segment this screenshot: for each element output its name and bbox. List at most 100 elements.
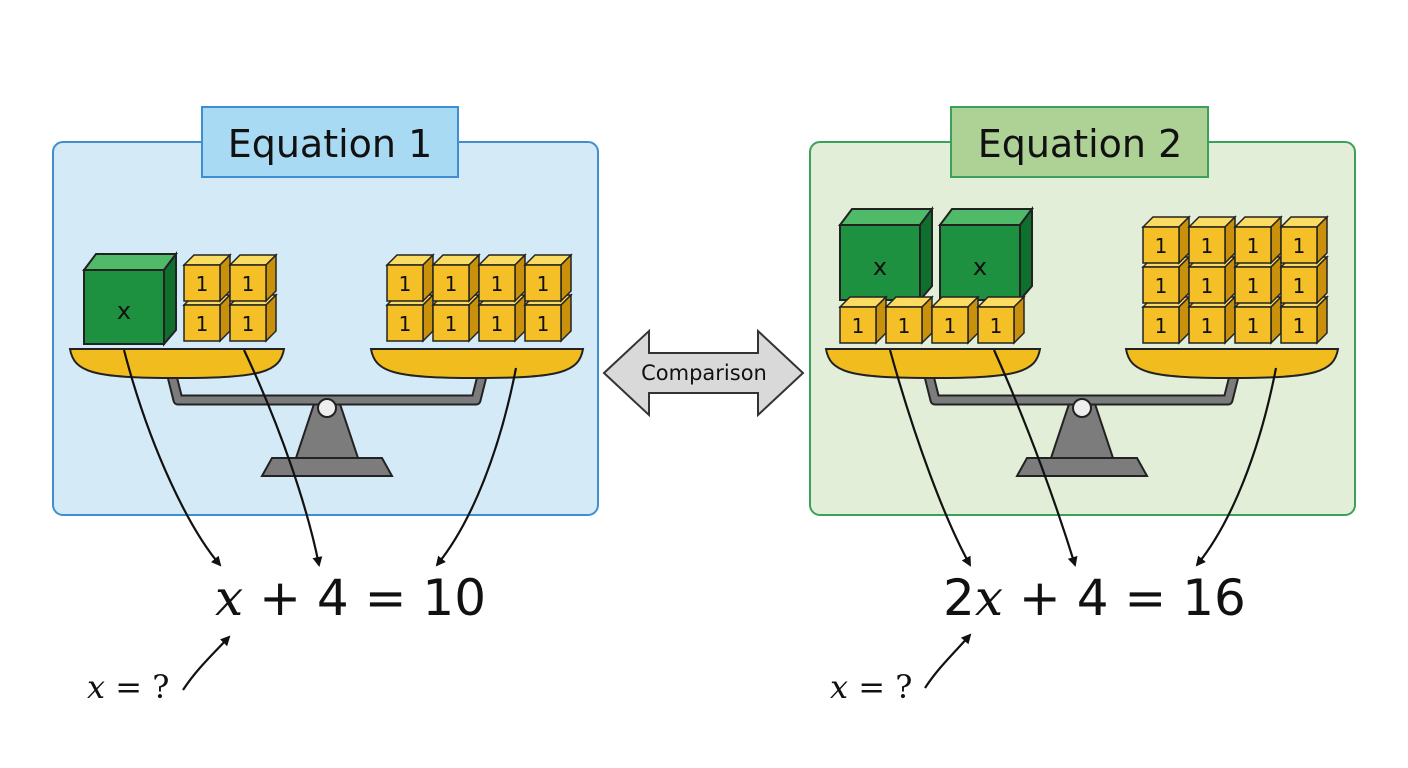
unit-block-label: 1 [445,272,458,296]
panel-2-title: Equation 2 [978,122,1183,166]
right-pan [369,348,585,380]
unit-block: 1 [1279,255,1329,305]
unit-block-label: 1 [242,272,255,296]
panel-1-title-box [201,106,459,178]
unit-block-label: 1 [1155,274,1168,298]
unit-block-label: 1 [242,312,255,336]
unit-block: 1 [1187,215,1237,265]
unit-block-label: 1 [1247,234,1260,258]
unit-block-label: 1 [196,272,209,296]
unit-block: 1 [182,293,232,343]
equation-2: 2x + 4 = 16 [943,569,1246,627]
unit-block-label: 1 [1247,314,1260,338]
unit-block: 1 [884,295,934,345]
unit-block: 1 [523,253,573,303]
unit-block: 1 [1233,215,1283,265]
right-unit-blocks: 1 1 1 1 1 1 1 1 1 1 1 1 [1141,215,1329,345]
right-pan [1124,348,1340,380]
unit-block: 1 [385,253,435,303]
equation-2-variable: x [975,569,1003,627]
equation-1-rest: + 4 = 10 [243,569,486,627]
unit-block-label: 1 [491,272,504,296]
panel-1-title: Equation 1 [228,122,433,166]
arrow-to-total [1195,367,1278,567]
arrow-to-variable [122,349,222,567]
arrow-from-note [182,635,231,691]
solve-note-2: x = ? [830,668,912,706]
unit-block-label: 1 [1201,274,1214,298]
unit-block: 1 [228,253,278,303]
unit-block-label: 1 [944,314,957,338]
unit-block-label: 1 [1201,314,1214,338]
unit-block: 1 [385,293,435,343]
variable-block: x [938,206,1034,303]
unit-block: 1 [228,293,278,343]
unit-block: 1 [1279,215,1329,265]
pivot-icon [1072,398,1092,418]
unit-block-label: 1 [445,312,458,336]
left-unit-blocks: 1 1 1 1 [182,253,278,343]
unit-block-label: 1 [1155,234,1168,258]
unit-block-label: 1 [990,314,1003,338]
unit-block: 1 [838,295,888,345]
left-pan [68,348,286,380]
equation-2-rest: + 4 = 16 [1003,569,1246,627]
unit-block-label: 1 [537,312,550,336]
note-1-rest: = ? [105,668,169,706]
unit-block: 1 [1141,215,1191,265]
panel-2-title-box [950,106,1209,178]
variable-block-label: x [973,253,987,281]
unit-block-label: 1 [852,314,865,338]
note-2-variable: x [830,668,848,706]
unit-block: 1 [930,295,980,345]
unit-block: 1 [1187,255,1237,305]
unit-block-label: 1 [1293,234,1306,258]
unit-block: 1 [1141,295,1191,345]
unit-block: 1 [1279,295,1329,345]
variable-block: x [82,251,178,347]
comparison-label: Comparison [641,361,767,385]
balance-scale-2 [824,348,1340,477]
unit-block: 1 [523,293,573,343]
equation-1: x + 4 = 10 [215,569,486,627]
pivot-icon [317,398,337,418]
unit-block-label: 1 [537,272,550,296]
unit-block: 1 [477,253,527,303]
balance-scale-1 [68,348,585,477]
variable-block-label: x [117,297,131,325]
left-unit-blocks: 1 1 1 1 [838,295,1026,345]
unit-block: 1 [1233,295,1283,345]
unit-block-label: 1 [1247,274,1260,298]
solve-note-1: x = ? [87,668,169,706]
unit-block-label: 1 [1293,274,1306,298]
unit-block: 1 [1187,295,1237,345]
unit-block-label: 1 [399,272,412,296]
unit-block-label: 1 [1293,314,1306,338]
unit-block: 1 [431,253,481,303]
variable-block-label: x [873,253,887,281]
unit-block: 1 [976,295,1026,345]
left-pan [824,348,1042,380]
unit-block: 1 [182,253,232,303]
arrow-from-note [924,633,972,689]
unit-block-label: 1 [491,312,504,336]
note-1-variable: x [87,668,105,706]
arrow-to-total [435,367,518,567]
arrow-to-constant [992,349,1078,567]
note-2-rest: = ? [848,668,912,706]
comparison-arrow: Comparison [602,328,805,418]
unit-block-label: 1 [196,312,209,336]
equation-2-panel: Equation 2 x x 1 1 1 1 1 1 1 1 1 1 1 1 1 1 1 1 [809,106,1356,706]
unit-block: 1 [431,293,481,343]
arrow-to-variable [888,349,971,567]
unit-block-label: 1 [1155,314,1168,338]
unit-block-label: 1 [898,314,911,338]
unit-block: 1 [1141,255,1191,305]
unit-block-label: 1 [1201,234,1214,258]
variable-block: x [838,206,934,303]
equation-2-coefficient: 2 [943,569,975,627]
equation-1-variable: x [215,569,243,627]
